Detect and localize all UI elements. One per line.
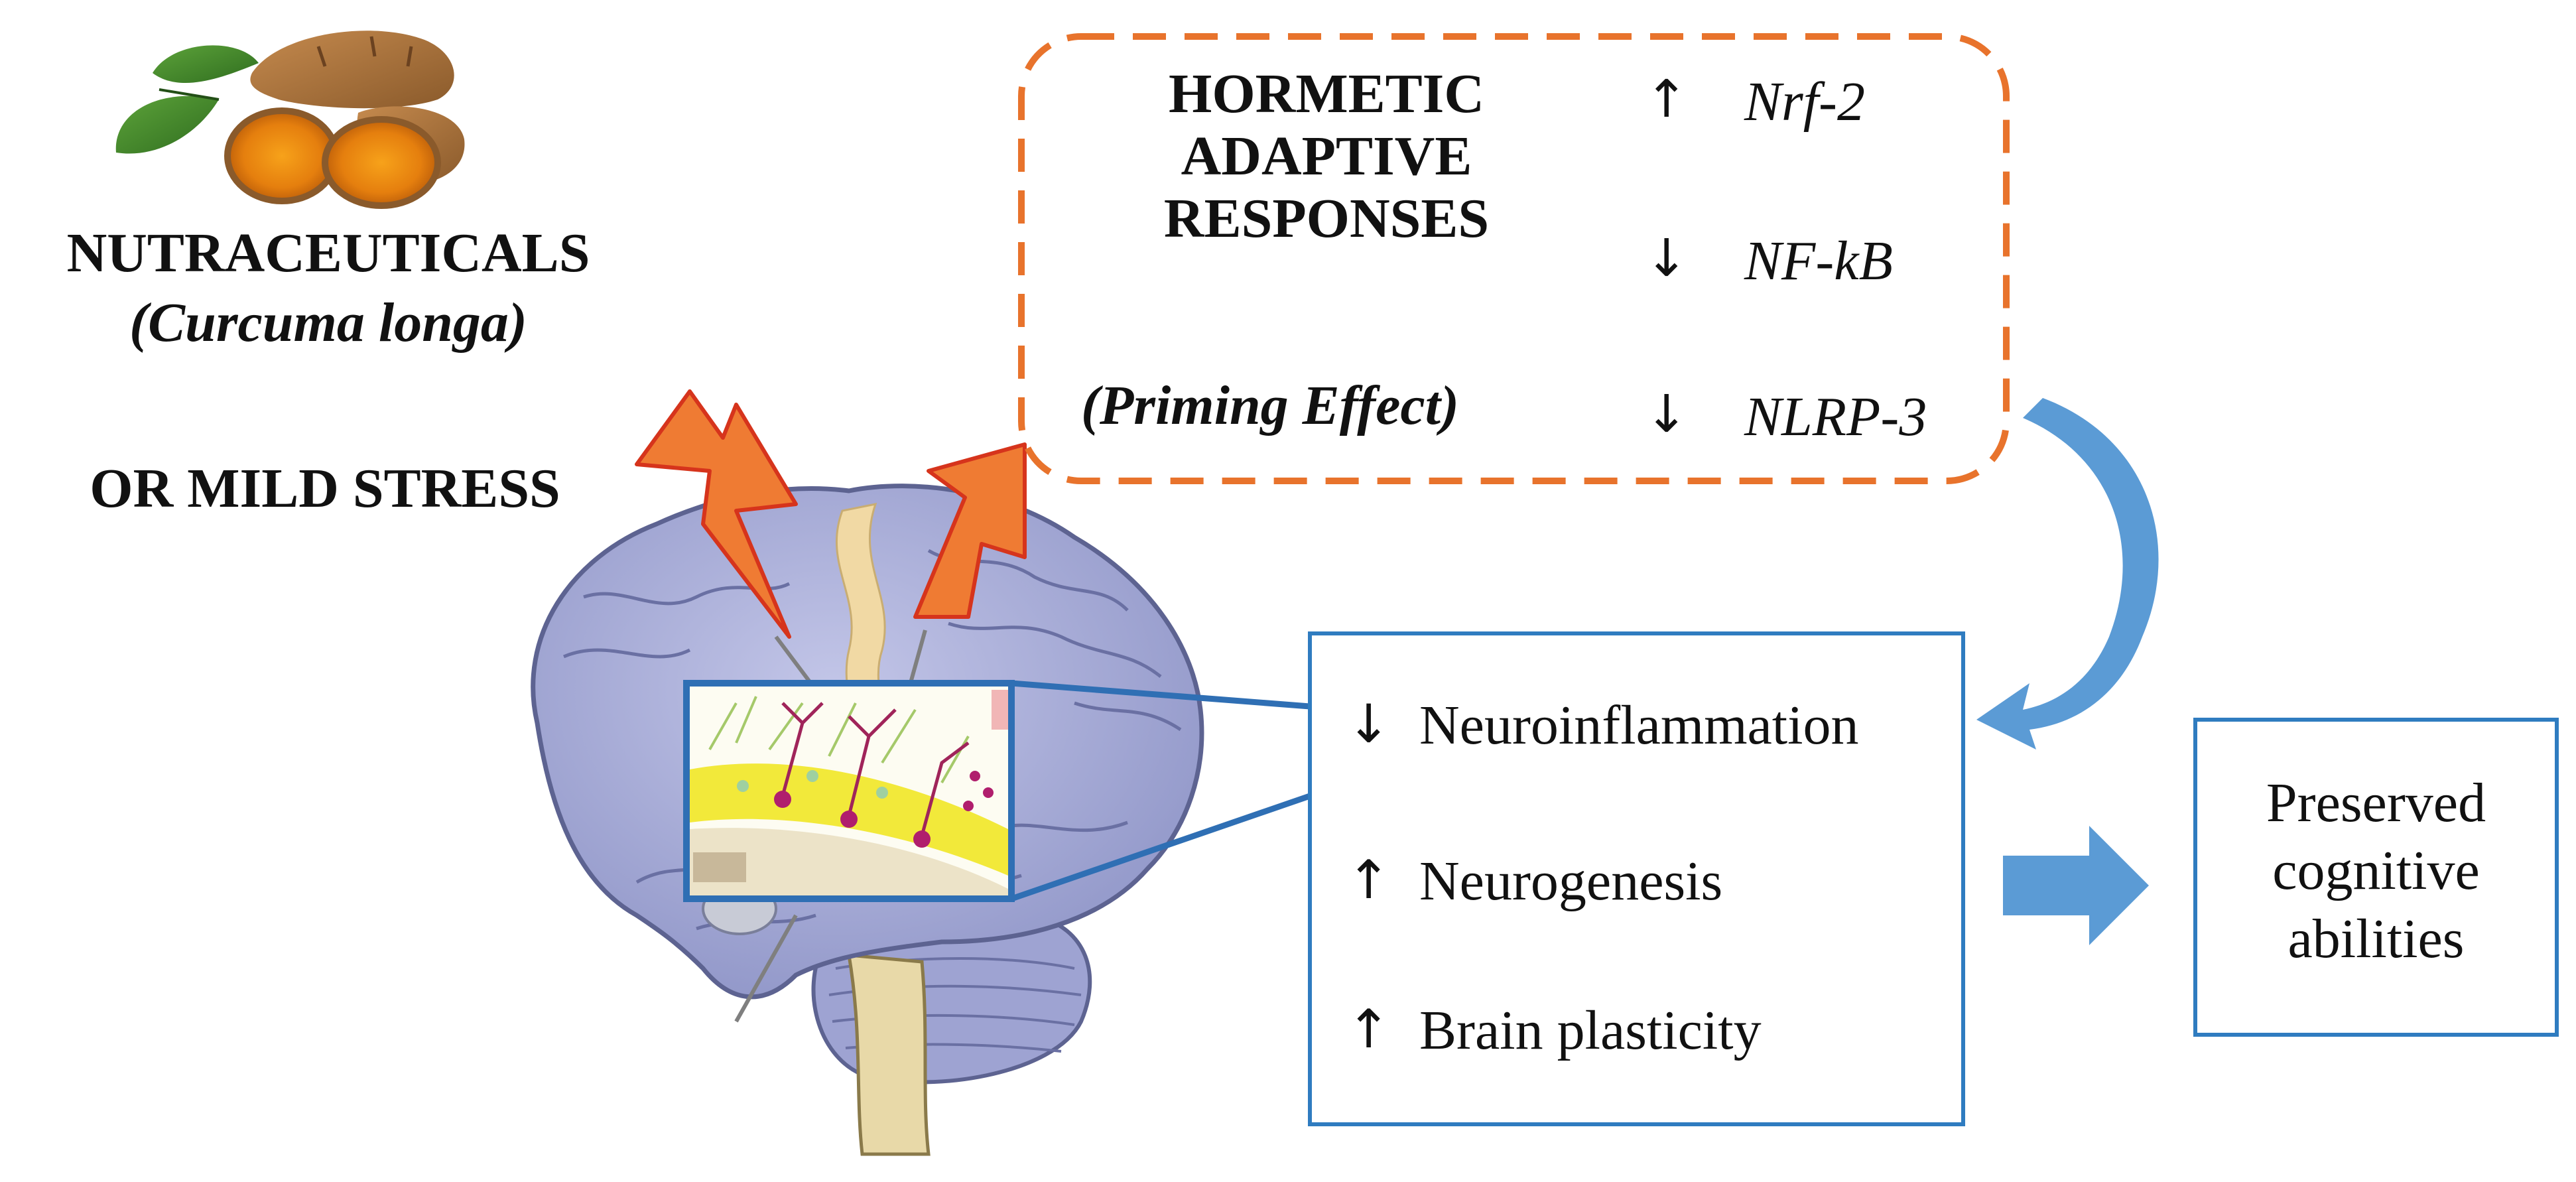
priming-effect-label: (Priming Effect) (1080, 375, 1460, 436)
response-arrow (913, 442, 1027, 619)
marker-row-2: ↓ NF-kB (1645, 229, 1990, 302)
outcome-line-2: cognitive (2272, 840, 2480, 902)
lightning-bolt-icon (635, 389, 798, 639)
arrow-up-icon: ↑ (1346, 998, 1391, 1060)
arrow-up-icon: ↑ (1346, 849, 1391, 911)
curved-blue-arrow (1976, 398, 2159, 750)
effects-box-border (1308, 631, 1965, 1126)
effect-label: Neuroinflammation (1419, 694, 1859, 756)
arrow-up-icon: ↑ (1645, 70, 1689, 129)
nutraceuticals-label: NUTRACEUTICALS (66, 222, 590, 284)
arrow-down-icon: ↓ (1645, 229, 1689, 289)
marker-label: NLRP-3 (1744, 386, 1927, 448)
marker-row-3: ↓ NLRP-3 (1645, 385, 1990, 458)
outcome-line-3: abilities (2287, 907, 2465, 970)
hippocampus-inset (686, 683, 1011, 899)
marker-row-1: ↑ Nrf-2 (1645, 70, 1990, 143)
hormetic-line-2: ADAPTIVE (1181, 125, 1472, 188)
effect-row-1: ↓ Neuroinflammation (1346, 693, 1957, 773)
effect-row-2: ↑ Neurogenesis (1346, 849, 1957, 929)
curcuma-label: (Curcuma longa) (129, 292, 527, 354)
hormetic-box-border (1018, 33, 2010, 484)
arrow-down-icon: ↓ (1645, 385, 1689, 444)
marker-label: NF-kB (1744, 230, 1893, 292)
marker-label: Nrf-2 (1744, 71, 1866, 133)
hormetic-heading: HORMETIC ADAPTIVE RESPONSES (1021, 63, 1632, 250)
outcome-text: Preserved cognitive abilities (2195, 769, 2557, 973)
hormetic-line-1: HORMETIC (1168, 63, 1485, 125)
effect-row-3: ↑ Brain plasticity (1346, 998, 1957, 1078)
inset-connectors (1010, 680, 1311, 902)
effect-label: Neurogenesis (1419, 850, 1723, 912)
mild-stress-label: OR MILD STRESS (90, 458, 560, 519)
turmeric-root-icon (115, 31, 465, 209)
hormetic-line-3: RESPONSES (1163, 188, 1490, 250)
outcome-box-border (2193, 718, 2559, 1037)
outcome-arrow (2003, 826, 2149, 945)
arrow-down-icon: ↓ (1346, 693, 1391, 755)
inset-frame (683, 680, 1015, 902)
effect-label: Brain plasticity (1419, 1000, 1762, 1061)
outcome-line-1: Preserved (2266, 772, 2486, 834)
